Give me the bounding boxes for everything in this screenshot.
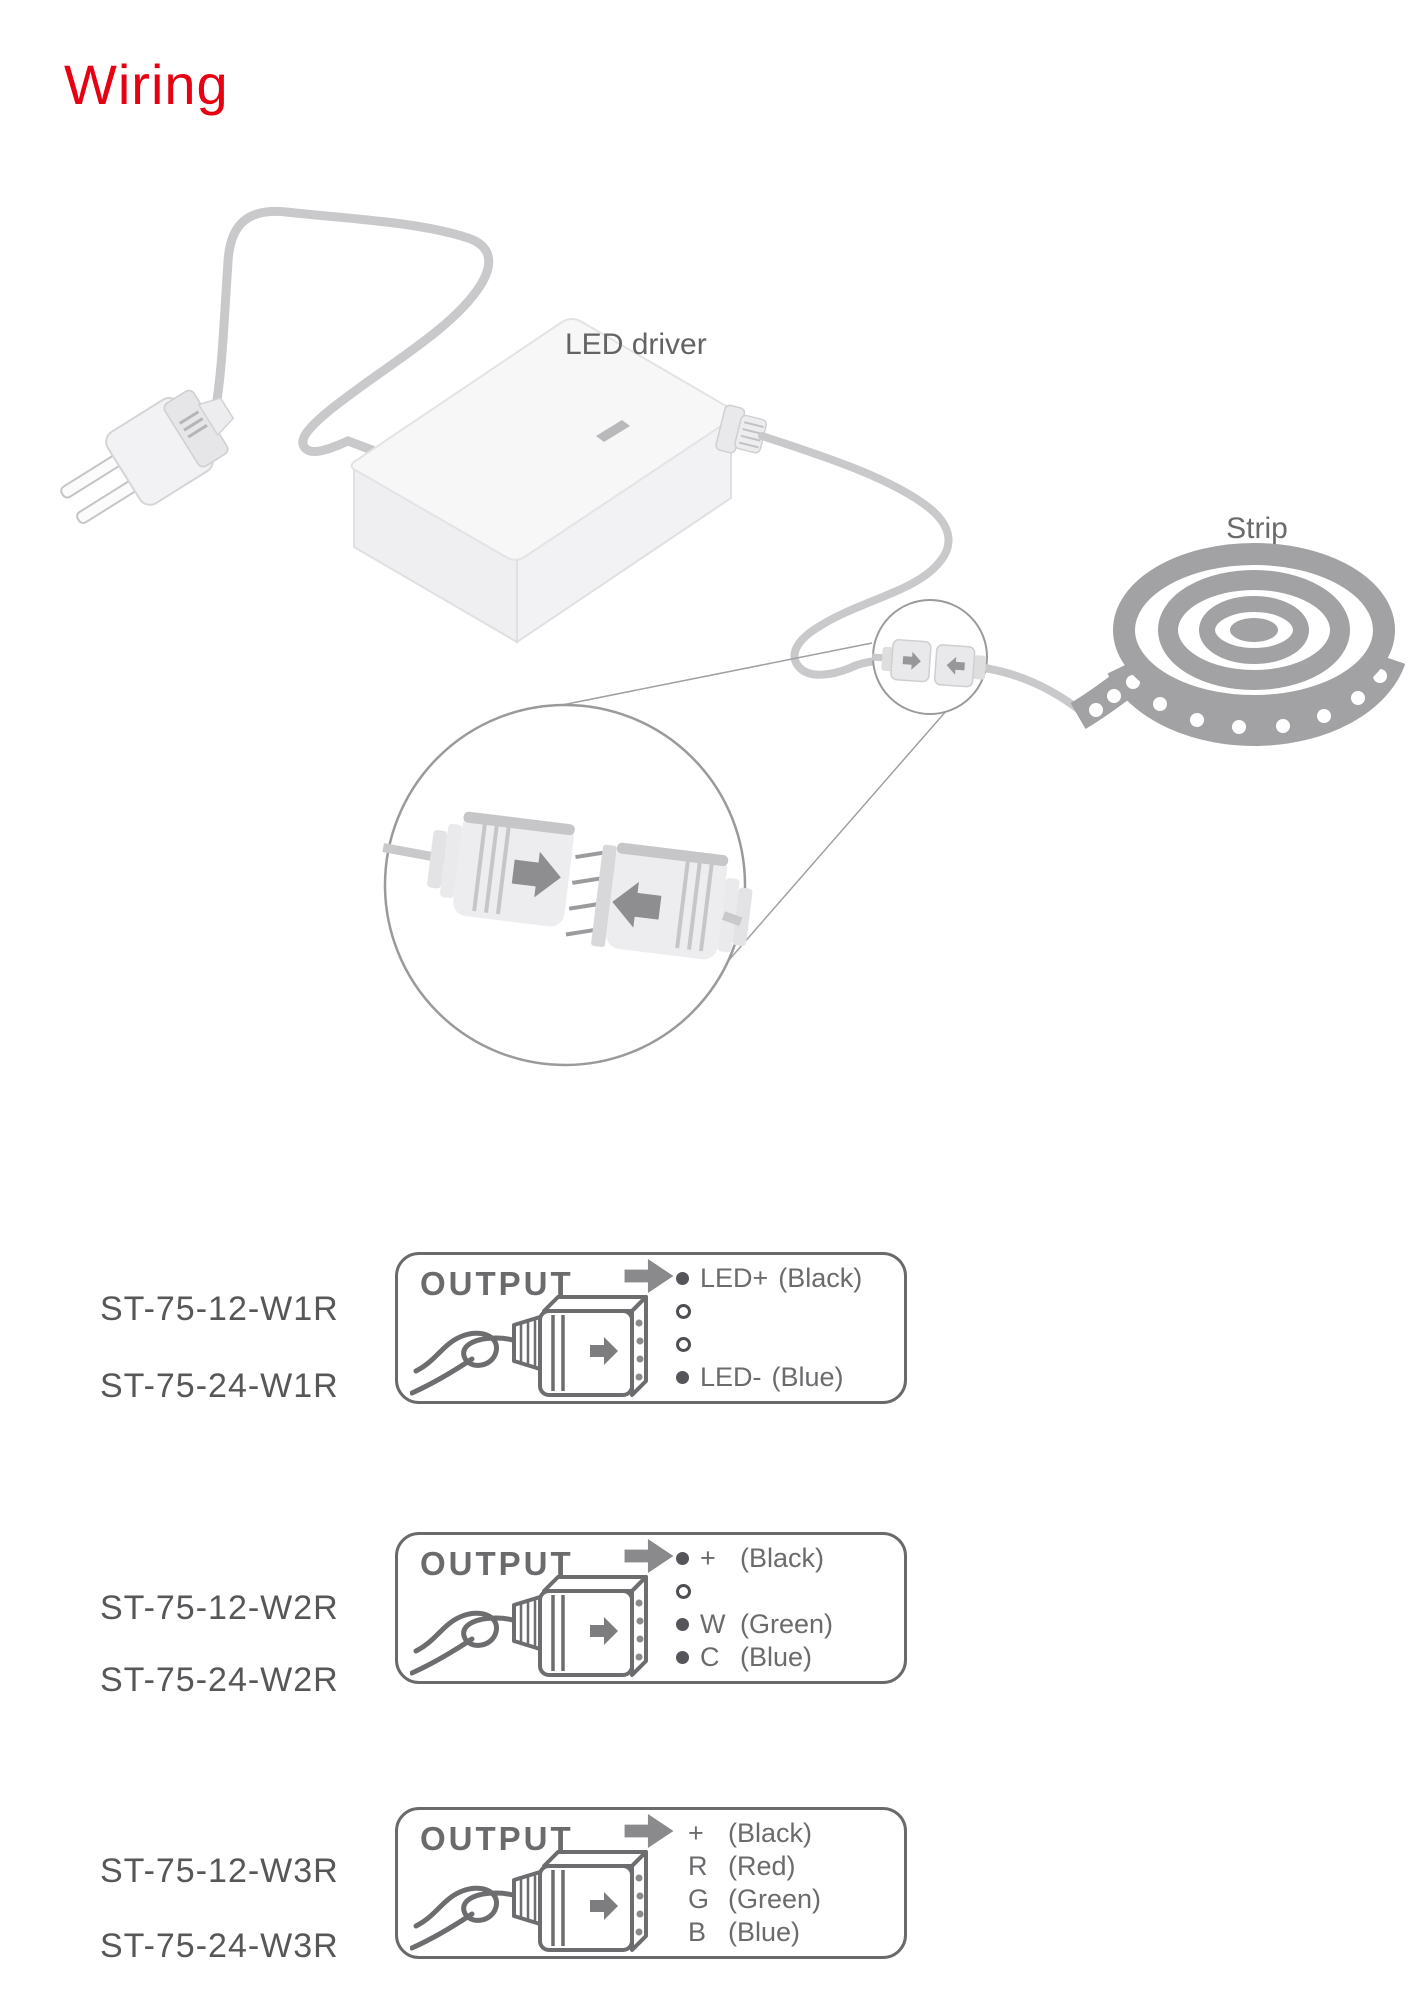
terminal-list: + (Black) W (Green) C (Blue): [676, 1542, 834, 1677]
inline-connector: [871, 639, 991, 688]
connector-pins-icon: [565, 850, 605, 937]
terminal-wire-label: (Green): [740, 1608, 834, 1639]
terminal-row: R (Red): [676, 1850, 821, 1881]
terminal-pin-label: +: [700, 1542, 716, 1573]
terminal-wire-label: (Blue): [728, 1916, 801, 1947]
terminal-row: [676, 1331, 862, 1357]
terminal-row: G (Green): [676, 1883, 822, 1914]
model-number: ST-75-12-W1R: [100, 1290, 339, 1328]
terminal-wire-label: (Black): [728, 1817, 813, 1848]
terminal-pin-label: B: [688, 1916, 707, 1947]
led-driver-label: LED driver: [565, 328, 707, 361]
output-cable: [758, 432, 953, 679]
terminal-dot-filled-icon: [676, 1370, 689, 1384]
output-label: OUTPUT: [420, 1265, 574, 1302]
led-strip-coil: [1070, 543, 1406, 746]
connector-plug-illustration: [410, 1279, 666, 1407]
insert-arrow-right-icon: [511, 851, 561, 898]
terminal-row: + (Black): [676, 1817, 821, 1848]
model-number: ST-75-12-W3R: [100, 1852, 339, 1890]
terminal-dot-filled-icon: [676, 1271, 689, 1285]
terminal-row: C (Blue): [676, 1641, 833, 1672]
terminal-row: [676, 1578, 833, 1604]
terminal-pin-label: G: [688, 1883, 710, 1914]
output-box-w3r: OUTPUT + (Black) R (Red) G (Green) B (Bl…: [395, 1807, 907, 1959]
terminal-pin-label: W: [700, 1608, 726, 1639]
terminal-row: W (Green): [676, 1608, 834, 1639]
model-number: ST-75-12-W2R: [100, 1589, 339, 1627]
terminal-pin-label: +: [688, 1817, 704, 1848]
zoom-guide-line: [728, 709, 948, 961]
model-number: ST-75-24-W1R: [100, 1367, 339, 1405]
terminal-list: LED+ (Black) LED- (Blue): [676, 1262, 863, 1397]
connector-plug-illustration: [410, 1834, 666, 1962]
terminal-list: + (Black) R (Red) G (Green) B (Blue): [676, 1817, 822, 1952]
wiring-overview-diagram: LED driver: [60, 206, 1406, 1067]
terminal-dot-open-icon: [676, 1303, 691, 1319]
terminal-wire-label: (Black): [740, 1542, 825, 1573]
model-number: ST-75-24-W2R: [100, 1661, 339, 1699]
driver-output-ferrule: [715, 404, 768, 454]
terminal-row: LED+ (Black): [676, 1262, 863, 1293]
zoom-guide-line: [551, 642, 873, 708]
output-label: OUTPUT: [420, 1820, 574, 1857]
connector-female: [591, 842, 753, 960]
power-plug: [60, 389, 235, 524]
insert-arrow-left-icon: [612, 881, 662, 928]
connector-plug-illustration: [410, 1559, 666, 1687]
terminal-dot-open-icon: [676, 1336, 691, 1352]
terminal-wire-label: (Green): [728, 1883, 822, 1914]
terminal-row: + (Black): [676, 1542, 833, 1573]
terminal-dot-filled-icon: [676, 1617, 689, 1631]
terminal-wire-label: (Blue): [740, 1641, 813, 1672]
terminal-wire-label: (Red): [728, 1850, 796, 1881]
magnifier-circle: [382, 703, 753, 1067]
terminal-pin-label: C: [700, 1641, 720, 1672]
terminal-wire-label: (Black): [778, 1262, 863, 1293]
power-cord: [209, 206, 494, 456]
terminal-pin-label: LED+: [700, 1262, 769, 1293]
strip-label: Strip: [1226, 512, 1288, 545]
terminal-wire-label: (Blue): [771, 1361, 844, 1392]
page-title: Wiring: [64, 52, 229, 116]
insert-arrow-left-icon: [946, 656, 965, 675]
driver-indicator-led: [596, 420, 630, 442]
terminal-dot-filled-icon: [676, 1650, 689, 1664]
terminal-row: LED- (Blue): [676, 1361, 862, 1392]
connector-male: [382, 811, 575, 927]
output-cable: [980, 664, 1086, 716]
terminal-dot-open-icon: [676, 1583, 691, 1599]
output-label: OUTPUT: [420, 1545, 574, 1582]
led-driver-box: [350, 318, 768, 644]
output-box-w2r: OUTPUT + (Black) W (Green) C (Blue: [395, 1532, 907, 1684]
terminal-pin-label: R: [688, 1850, 708, 1881]
connector-zoom-circle: [871, 599, 991, 715]
terminal-row: B (Blue): [676, 1916, 821, 1947]
terminal-row: [676, 1298, 862, 1324]
output-box-w1r: OUTPUT LED+ (Black) LED- (Blue): [395, 1252, 907, 1404]
terminal-dot-filled-icon: [676, 1551, 689, 1565]
insert-arrow-right-icon: [902, 651, 921, 670]
model-number: ST-75-24-W3R: [100, 1927, 339, 1965]
terminal-pin-label: LED-: [700, 1361, 762, 1392]
